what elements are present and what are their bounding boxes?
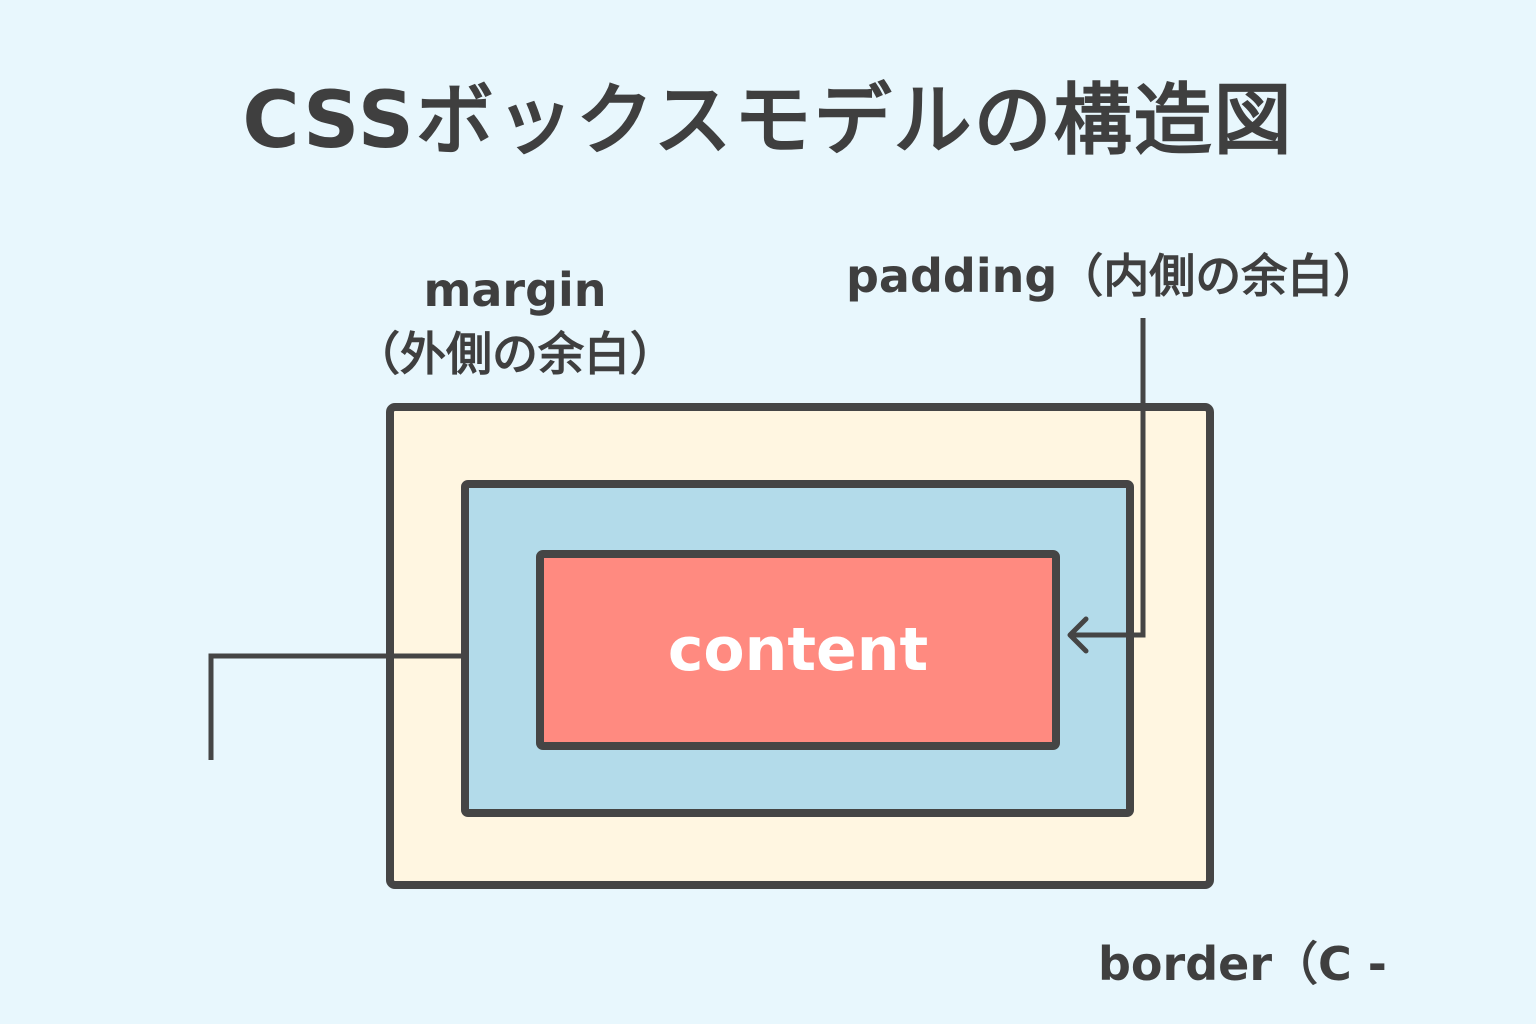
content-box — [536, 550, 1060, 750]
margin-leader-line — [208, 653, 465, 760]
margin-label-line1: margin — [423, 263, 607, 317]
content-label: content — [667, 615, 929, 685]
page-title: CSSボックスモデルの構造図 — [242, 76, 1294, 166]
padding-label: padding（内側の余白） — [846, 249, 1380, 303]
margin-label-line2: （外側の余白） — [354, 327, 676, 381]
padding-arrowhead — [1067, 616, 1089, 654]
margin-label: margin （外側の余白） — [340, 258, 690, 386]
padding-leader-line — [1072, 318, 1146, 638]
border-label: border（C - — [1098, 937, 1387, 991]
